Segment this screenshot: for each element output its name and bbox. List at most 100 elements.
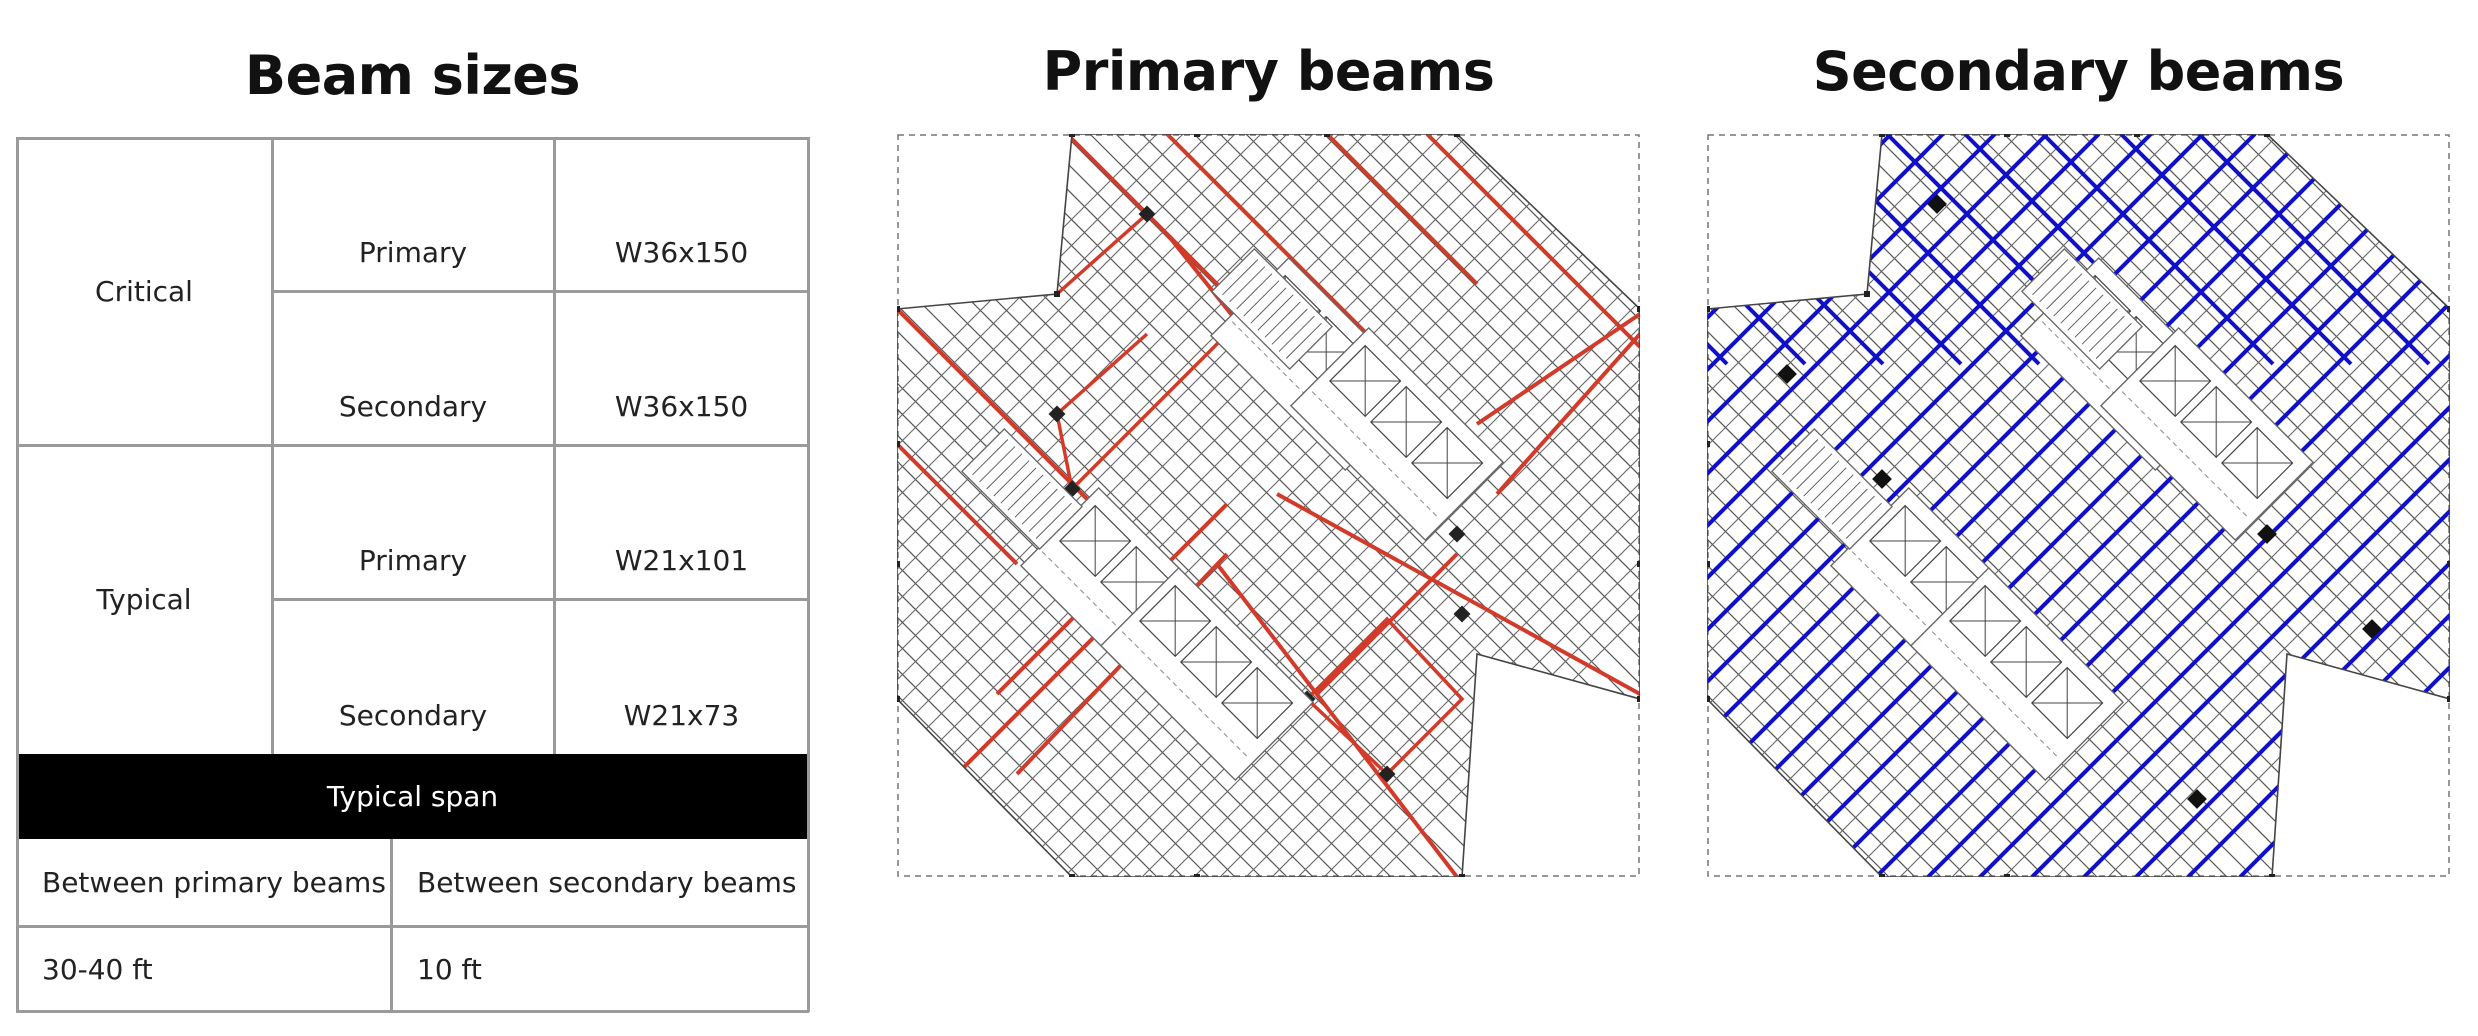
stair-tread bbox=[2067, 294, 2104, 331]
primary-beam-frame bbox=[1055, 211, 1250, 493]
beam-line bbox=[1707, 134, 2228, 877]
beam-line bbox=[1707, 134, 2228, 877]
beam-node bbox=[1777, 364, 1797, 384]
secondary-beam-highlight bbox=[2082, 134, 2450, 877]
elevator-cross bbox=[1910, 581, 1982, 583]
elevator-cross bbox=[2221, 462, 2293, 464]
beam-line bbox=[897, 134, 1366, 877]
stair-tread bbox=[1838, 495, 1875, 532]
beam-line bbox=[2419, 134, 2450, 877]
beam-line bbox=[1531, 134, 1640, 877]
elevator-cross bbox=[1059, 540, 1131, 542]
beam-line bbox=[897, 134, 1496, 877]
beam-type-cell: Primary bbox=[358, 236, 468, 269]
beam-group bbox=[897, 134, 1640, 877]
beam-line bbox=[897, 134, 1392, 877]
primary-beams-title: Primary beams bbox=[1042, 40, 1495, 103]
secondary-beam-highlight bbox=[1718, 134, 2450, 877]
beam-line bbox=[1707, 134, 2384, 877]
beam-line bbox=[897, 134, 1210, 877]
secondary-beam-highlight bbox=[1707, 134, 2049, 877]
beam-line bbox=[897, 134, 1002, 877]
beam-line bbox=[897, 134, 1340, 877]
beam-line bbox=[1707, 134, 2046, 877]
stair-tread bbox=[1035, 502, 1072, 539]
elevator-shaft bbox=[1058, 504, 1132, 578]
table-border bbox=[807, 137, 810, 1012]
beam-line bbox=[897, 134, 1132, 877]
plan-outline bbox=[1707, 134, 2450, 877]
beam-node bbox=[2362, 619, 2382, 639]
elevator-shaft bbox=[2179, 385, 2253, 459]
column-marker bbox=[1707, 306, 1710, 312]
beam-line bbox=[1245, 134, 1640, 877]
table-divider bbox=[272, 598, 809, 601]
beam-line bbox=[2107, 134, 2450, 877]
stair-tread bbox=[1021, 488, 1058, 525]
stair-tread bbox=[1278, 315, 1315, 352]
beam-line bbox=[1271, 134, 1640, 877]
beam-line bbox=[1707, 134, 2176, 877]
beam-line bbox=[1089, 134, 1640, 877]
beam-line bbox=[1453, 134, 1640, 877]
stair-tread bbox=[2081, 308, 2118, 345]
beam-node bbox=[1927, 194, 1947, 214]
secondary-beam-highlight bbox=[1707, 134, 2413, 877]
stair-tread bbox=[1243, 280, 1280, 317]
beam-line bbox=[897, 134, 1158, 877]
beam-line bbox=[1609, 134, 1640, 877]
table-divider bbox=[16, 444, 809, 447]
beam-line bbox=[897, 134, 1444, 877]
column-marker bbox=[1459, 874, 1465, 877]
column-marker bbox=[1194, 134, 1200, 137]
beam-node bbox=[2187, 789, 2207, 809]
elevator-shaft bbox=[1221, 666, 1294, 740]
secondary-beam-highlight bbox=[1707, 134, 2101, 877]
beam-node bbox=[1453, 605, 1471, 623]
column-marker bbox=[1707, 561, 1710, 567]
beam-line bbox=[897, 134, 1106, 877]
stair-tread bbox=[1803, 460, 1840, 497]
stair-block bbox=[1210, 247, 1334, 371]
elevator-shaft bbox=[1868, 504, 1942, 578]
primary-beam-highlight bbox=[1315, 552, 1459, 696]
elevator-cross bbox=[1180, 661, 1252, 663]
table-border bbox=[16, 137, 809, 140]
beam-line bbox=[1583, 134, 1640, 877]
column-marker bbox=[1707, 441, 1710, 447]
primary-beam-highlight bbox=[1495, 332, 1640, 496]
beam-line bbox=[2185, 134, 2450, 877]
beam-size-cell: W36x150 bbox=[614, 236, 749, 269]
beam-node bbox=[1378, 765, 1396, 783]
primary-beam-frame bbox=[1305, 616, 1465, 777]
core-block bbox=[2099, 326, 2315, 542]
elevator-cross bbox=[1100, 581, 1172, 583]
beam-line bbox=[2081, 134, 2450, 877]
beam-line bbox=[1899, 134, 2450, 877]
secondary-beam-highlight bbox=[1707, 134, 2153, 877]
primary-beams-plan bbox=[897, 134, 1640, 877]
beam-line bbox=[907, 134, 1640, 877]
beam-line bbox=[1479, 134, 1640, 877]
beam-line bbox=[897, 134, 1418, 877]
stair-block bbox=[2020, 247, 2144, 371]
column-marker bbox=[1324, 134, 1330, 137]
elevator-cross bbox=[1329, 380, 1401, 382]
column-marker bbox=[2447, 696, 2450, 702]
stair-tread bbox=[2060, 287, 2097, 324]
beam-line bbox=[1297, 134, 1640, 877]
stair-tread bbox=[2032, 259, 2069, 296]
primary-beam-highlight bbox=[1165, 134, 1399, 366]
plan-outline bbox=[897, 134, 1640, 877]
secondary-beam-highlight bbox=[1707, 134, 1807, 366]
elevator-cross bbox=[1411, 462, 1483, 464]
secondary-beam-highlight bbox=[1978, 134, 2450, 877]
beam-line bbox=[1037, 134, 1640, 877]
secondary-beam-highlight bbox=[1874, 134, 2450, 877]
elevator-shaft bbox=[1369, 385, 1443, 459]
beam-line bbox=[2055, 134, 2450, 877]
secondary-beam-highlight bbox=[2342, 134, 2450, 877]
secondary-beam-highlight bbox=[1926, 134, 2450, 877]
beam-node bbox=[2257, 524, 2277, 544]
beam-line bbox=[1925, 134, 2450, 877]
